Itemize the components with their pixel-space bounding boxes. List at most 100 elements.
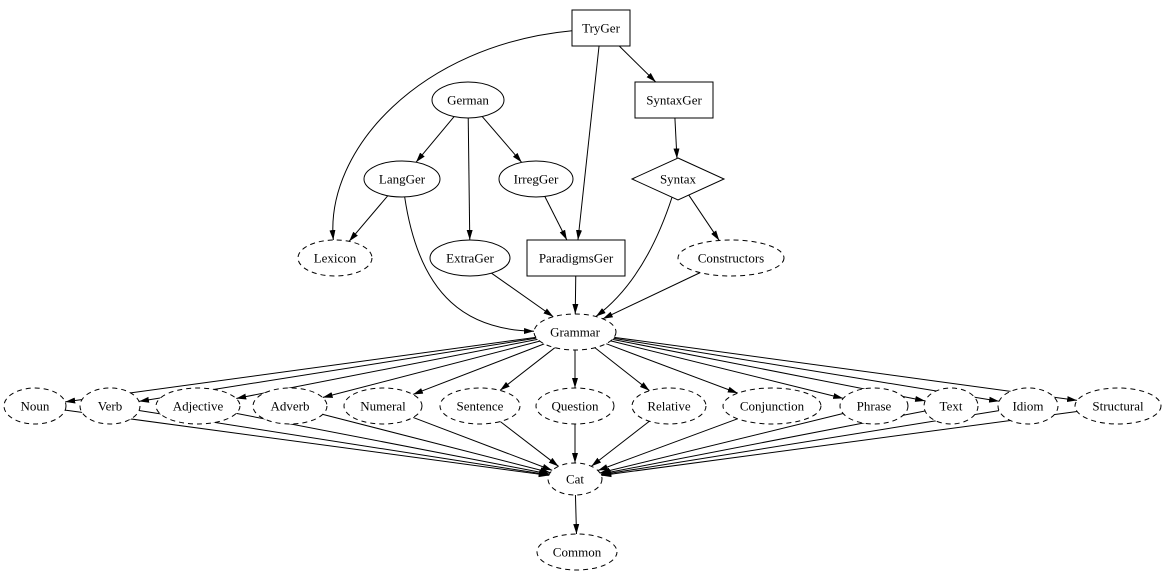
edge-Conjunction-Cat bbox=[597, 418, 738, 471]
ellipse-shape bbox=[923, 387, 979, 425]
node-Numeral: Numeral bbox=[343, 387, 423, 425]
node-label: Conjunction bbox=[740, 399, 805, 414]
ellipse-shape bbox=[535, 387, 615, 425]
node-label: Common bbox=[553, 545, 602, 560]
node-label: Lexicon bbox=[314, 251, 357, 266]
edge-German-ExtraGer bbox=[466, 117, 473, 241]
edge-Idiom-Cat bbox=[600, 410, 1000, 477]
node-Common: Common bbox=[536, 533, 618, 571]
node-label: Verb bbox=[98, 399, 123, 414]
ellipse-shape bbox=[297, 239, 373, 277]
node-label: Grammar bbox=[550, 325, 600, 340]
diamond-shape bbox=[630, 157, 726, 201]
edge-German-IrregGer bbox=[481, 116, 523, 163]
edge-IrregGer-ParadigmsGer bbox=[544, 196, 568, 241]
node-label: Question bbox=[552, 399, 599, 414]
node-label: TryGer bbox=[582, 21, 620, 36]
box-shape bbox=[571, 9, 631, 47]
ellipse-shape bbox=[547, 462, 603, 496]
ellipse-shape bbox=[1074, 387, 1162, 425]
edge-Constructors-Grammar bbox=[602, 272, 701, 320]
edge-TryGer-ParadigmsGer bbox=[576, 45, 600, 241]
ellipse-shape bbox=[631, 387, 707, 425]
node-Sentence: Sentence bbox=[439, 387, 521, 425]
ellipse-shape bbox=[533, 313, 617, 351]
node-label: German bbox=[447, 93, 489, 108]
node-LangGer: LangGer bbox=[363, 160, 441, 198]
edge-Grammar-Adverb bbox=[322, 340, 540, 399]
node-Adverb: Adverb bbox=[252, 387, 328, 425]
ellipse-shape bbox=[431, 81, 505, 119]
edge-Grammar-Sentence bbox=[499, 347, 556, 391]
edge-Grammar-Structural bbox=[614, 336, 1078, 403]
node-Phrase: Phrase bbox=[839, 387, 909, 425]
edge-German-LangGer bbox=[415, 116, 455, 163]
edge-Grammar-Idiom bbox=[613, 337, 1000, 403]
node-ParadigmsGer: ParadigmsGer bbox=[526, 239, 626, 277]
edge-TryGer-SyntaxGer bbox=[618, 45, 657, 83]
node-SyntaxGer: SyntaxGer bbox=[634, 81, 714, 119]
node-Grammar: Grammar bbox=[533, 313, 617, 351]
node-Text: Text bbox=[923, 387, 979, 425]
edge-Grammar-Phrase bbox=[610, 340, 844, 399]
node-Syntax: Syntax bbox=[630, 157, 726, 201]
node-label: Numeral bbox=[360, 399, 406, 414]
ellipse-shape bbox=[498, 160, 574, 198]
node-Lexicon: Lexicon bbox=[297, 239, 373, 277]
edge-Relative-Cat bbox=[591, 420, 650, 467]
node-label: Constructors bbox=[698, 251, 764, 266]
node-ExtraGer: ExtraGer bbox=[429, 239, 511, 277]
ellipse-shape bbox=[79, 387, 141, 425]
node-Constructors: Constructors bbox=[677, 239, 785, 277]
ellipse-shape bbox=[3, 387, 67, 425]
node-Noun: Noun bbox=[3, 387, 67, 425]
edge-LangGer-Lexicon bbox=[348, 195, 389, 242]
ellipse-shape bbox=[343, 387, 423, 425]
node-label: SyntaxGer bbox=[646, 93, 702, 108]
ellipse-shape bbox=[997, 387, 1059, 425]
ellipse-shape bbox=[252, 387, 328, 425]
node-label: LangGer bbox=[379, 172, 426, 187]
edge-Grammar-Noun bbox=[65, 336, 536, 404]
node-Conjunction: Conjunction bbox=[722, 387, 822, 425]
edge-ExtraGer-Grammar bbox=[491, 272, 554, 318]
box-shape bbox=[634, 81, 714, 119]
ellipse-shape bbox=[363, 160, 441, 198]
node-label: IrregGer bbox=[514, 172, 559, 187]
edge-Numeral-Cat bbox=[412, 416, 553, 471]
ellipse-shape bbox=[536, 533, 618, 571]
edge-Grammar-Numeral bbox=[412, 343, 545, 395]
node-label: ExtraGer bbox=[446, 251, 494, 266]
edge-Adverb-Cat bbox=[322, 413, 551, 474]
edge-Structural-Cat bbox=[601, 411, 1078, 478]
node-Idiom: Idiom bbox=[997, 387, 1059, 425]
node-label: Text bbox=[940, 399, 963, 414]
node-label: Phrase bbox=[857, 399, 892, 414]
ellipse-shape bbox=[677, 239, 785, 277]
node-Verb: Verb bbox=[79, 387, 141, 425]
ellipse-shape bbox=[429, 239, 511, 277]
node-label: Idiom bbox=[1012, 399, 1043, 414]
node-Relative: Relative bbox=[631, 387, 707, 425]
node-label: Adverb bbox=[271, 399, 310, 414]
box-shape bbox=[526, 239, 626, 277]
edge-SyntaxGer-Syntax bbox=[673, 117, 680, 159]
node-label: Cat bbox=[566, 472, 584, 487]
ellipse-shape bbox=[439, 387, 521, 425]
node-TryGer: TryGer bbox=[571, 9, 631, 47]
edge-Phrase-Cat bbox=[599, 413, 844, 474]
edge-Noun-Cat bbox=[65, 409, 549, 478]
node-Structural: Structural bbox=[1074, 387, 1162, 425]
node-IrregGer: IrregGer bbox=[498, 160, 574, 198]
node-Cat: Cat bbox=[547, 462, 603, 496]
edge-Syntax-Grammar bbox=[595, 197, 673, 317]
edge-layer bbox=[65, 30, 1078, 535]
node-label: ParadigmsGer bbox=[539, 251, 614, 266]
ellipse-shape bbox=[155, 387, 241, 425]
node-Adjective: Adjective bbox=[155, 387, 241, 425]
node-label: Adjective bbox=[173, 399, 224, 414]
edge-Sentence-Cat bbox=[499, 421, 559, 467]
